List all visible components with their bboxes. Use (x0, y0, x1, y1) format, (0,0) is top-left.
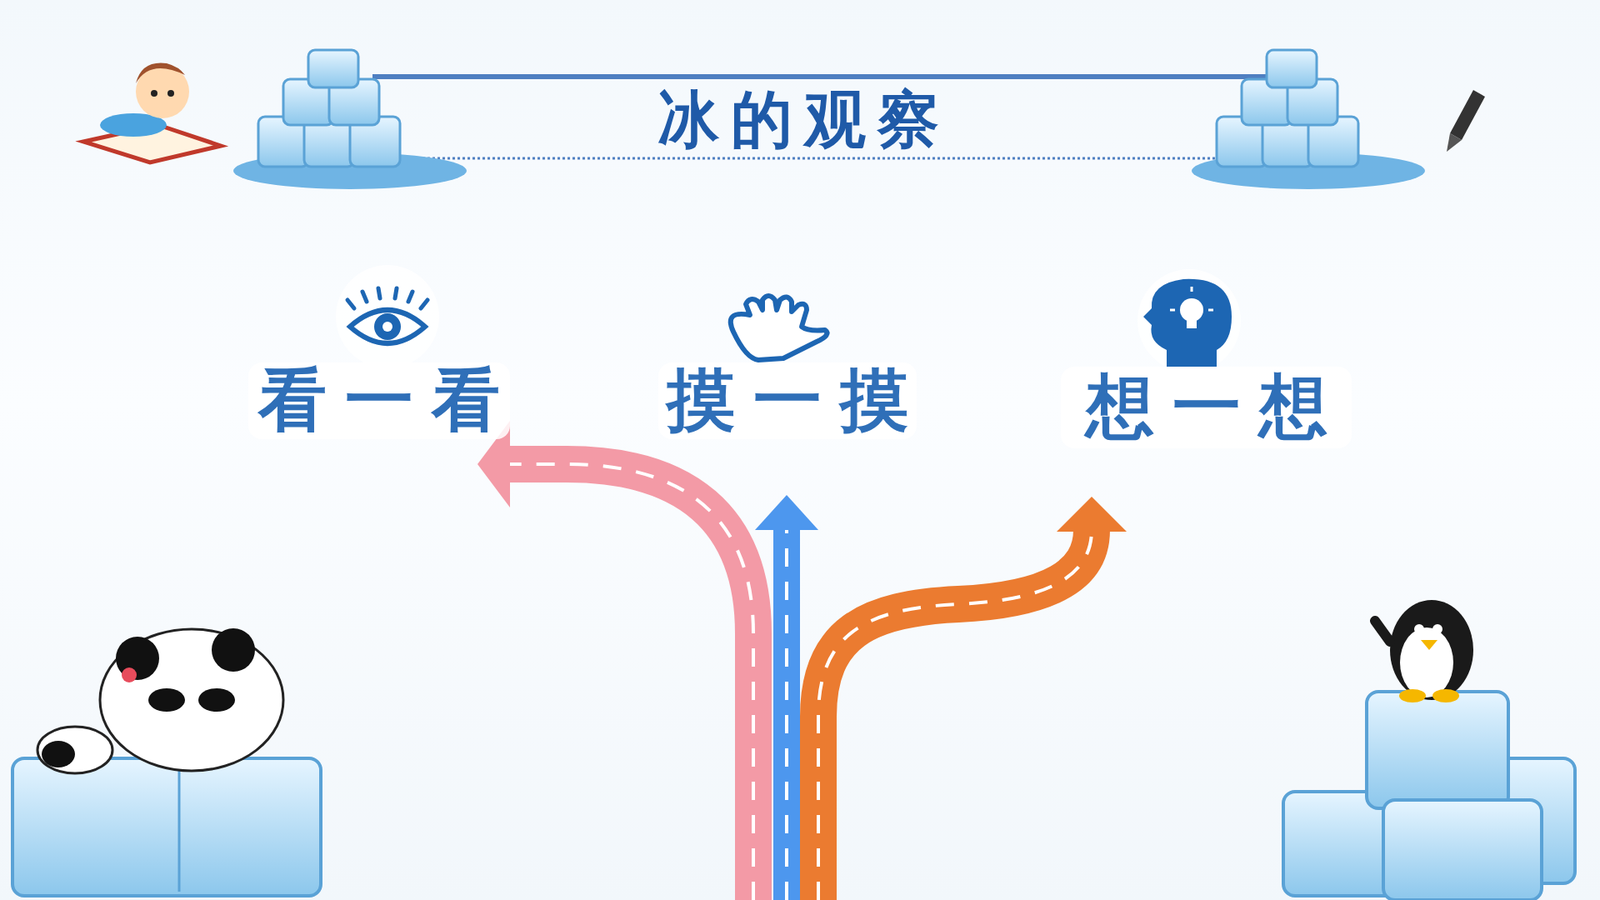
penguin-on-ice (1283, 600, 1575, 900)
kid-reading (83, 63, 221, 164)
option-label: 想一想 (1085, 361, 1346, 454)
ice-pile (233, 50, 467, 190)
option-box: 看一看 (248, 362, 510, 440)
pen (1446, 90, 1485, 152)
road-arrow (477, 420, 754, 900)
slide-title: 冰的观察 (466, 83, 1142, 159)
road-arrow (818, 496, 1127, 900)
ice-pile (1191, 50, 1425, 190)
banner-line (372, 157, 1281, 160)
option-box: 想一想 (1060, 366, 1352, 449)
eye-icon (335, 265, 440, 369)
head-icon (1137, 269, 1241, 373)
hand-icon (730, 295, 828, 360)
banner-line (372, 74, 1281, 80)
option-label: 摸一摸 (666, 355, 927, 447)
option-label: 看一看 (258, 355, 519, 447)
panda-on-ice (12, 628, 321, 896)
option-box: 摸一摸 (658, 362, 917, 440)
